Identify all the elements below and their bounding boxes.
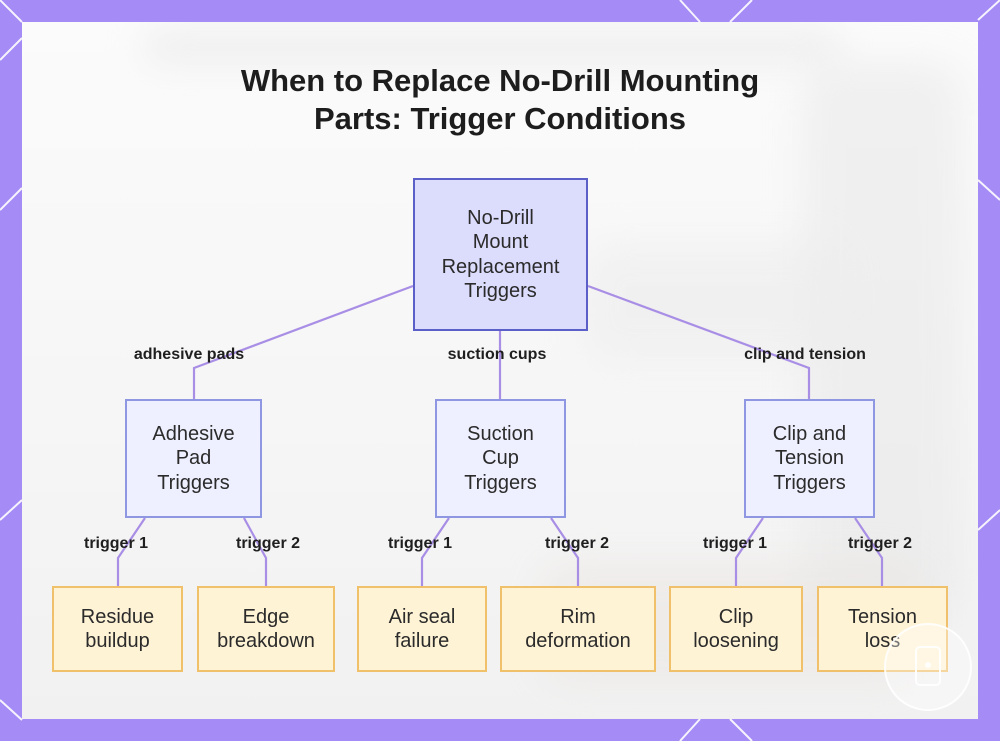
edge-label-trigger-2: trigger 2 bbox=[544, 535, 610, 552]
leaf-node-rim-deformation: Rim deformation bbox=[500, 586, 656, 672]
watermark-badge-icon bbox=[884, 623, 972, 711]
connector-suction-rim bbox=[550, 517, 580, 586]
edge-label-suction-cups: suction cups bbox=[447, 346, 547, 363]
branch-node-label: Adhesive Pad Triggers bbox=[152, 422, 235, 494]
edge-label-trigger-2: trigger 2 bbox=[847, 535, 913, 552]
branch-node-label: Clip and Tension Triggers bbox=[772, 422, 847, 494]
lock-icon bbox=[915, 646, 941, 686]
edge-label-trigger-1: trigger 1 bbox=[387, 535, 453, 552]
leaf-node-edge-breakdown: Edge breakdown bbox=[197, 586, 335, 672]
leaf-node-label: Edge breakdown bbox=[217, 605, 315, 653]
root-node: No-Drill Mount Replacement Triggers bbox=[413, 178, 588, 331]
title-line-1: When to Replace No-Drill Mounting bbox=[240, 63, 760, 98]
branch-node-label: Suction Cup Triggers bbox=[464, 422, 537, 494]
connector-adhesive-residue bbox=[116, 517, 146, 586]
connector-root-adhesive bbox=[192, 284, 414, 399]
connector-suction-air bbox=[420, 517, 450, 586]
diagram-title: When to Replace No-Drill Mounting Parts:… bbox=[0, 62, 1000, 138]
title-line-2: Parts: Trigger Conditions bbox=[313, 101, 687, 136]
leaf-node-clip-loosening: Clip loosening bbox=[669, 586, 803, 672]
branch-node-clip: Clip and Tension Triggers bbox=[744, 399, 875, 518]
leaf-node-label: Air seal failure bbox=[388, 605, 456, 653]
edge-label-trigger-1: trigger 1 bbox=[83, 535, 149, 552]
edge-label-trigger-2: trigger 2 bbox=[235, 535, 301, 552]
root-node-label: No-Drill Mount Replacement Triggers bbox=[441, 206, 560, 303]
leaf-node-air-seal-failure: Air seal failure bbox=[357, 586, 487, 672]
connector-root-clip bbox=[587, 284, 811, 399]
edge-label-clip-and-tension: clip and tension bbox=[744, 346, 866, 363]
branch-node-adhesive: Adhesive Pad Triggers bbox=[125, 399, 262, 518]
connector-clip-tension bbox=[854, 517, 884, 586]
leaf-node-label: Residue buildup bbox=[80, 605, 155, 653]
connector-adhesive-edge bbox=[243, 517, 268, 586]
leaf-node-label: Clip loosening bbox=[693, 605, 779, 653]
edge-label-trigger-1: trigger 1 bbox=[702, 535, 768, 552]
leaf-node-label: Rim deformation bbox=[525, 605, 631, 653]
branch-node-suction: Suction Cup Triggers bbox=[435, 399, 566, 518]
edge-label-adhesive-pads: adhesive pads bbox=[133, 346, 245, 363]
leaf-node-residue-buildup: Residue buildup bbox=[52, 586, 183, 672]
connector-clip-loosening bbox=[734, 517, 764, 586]
